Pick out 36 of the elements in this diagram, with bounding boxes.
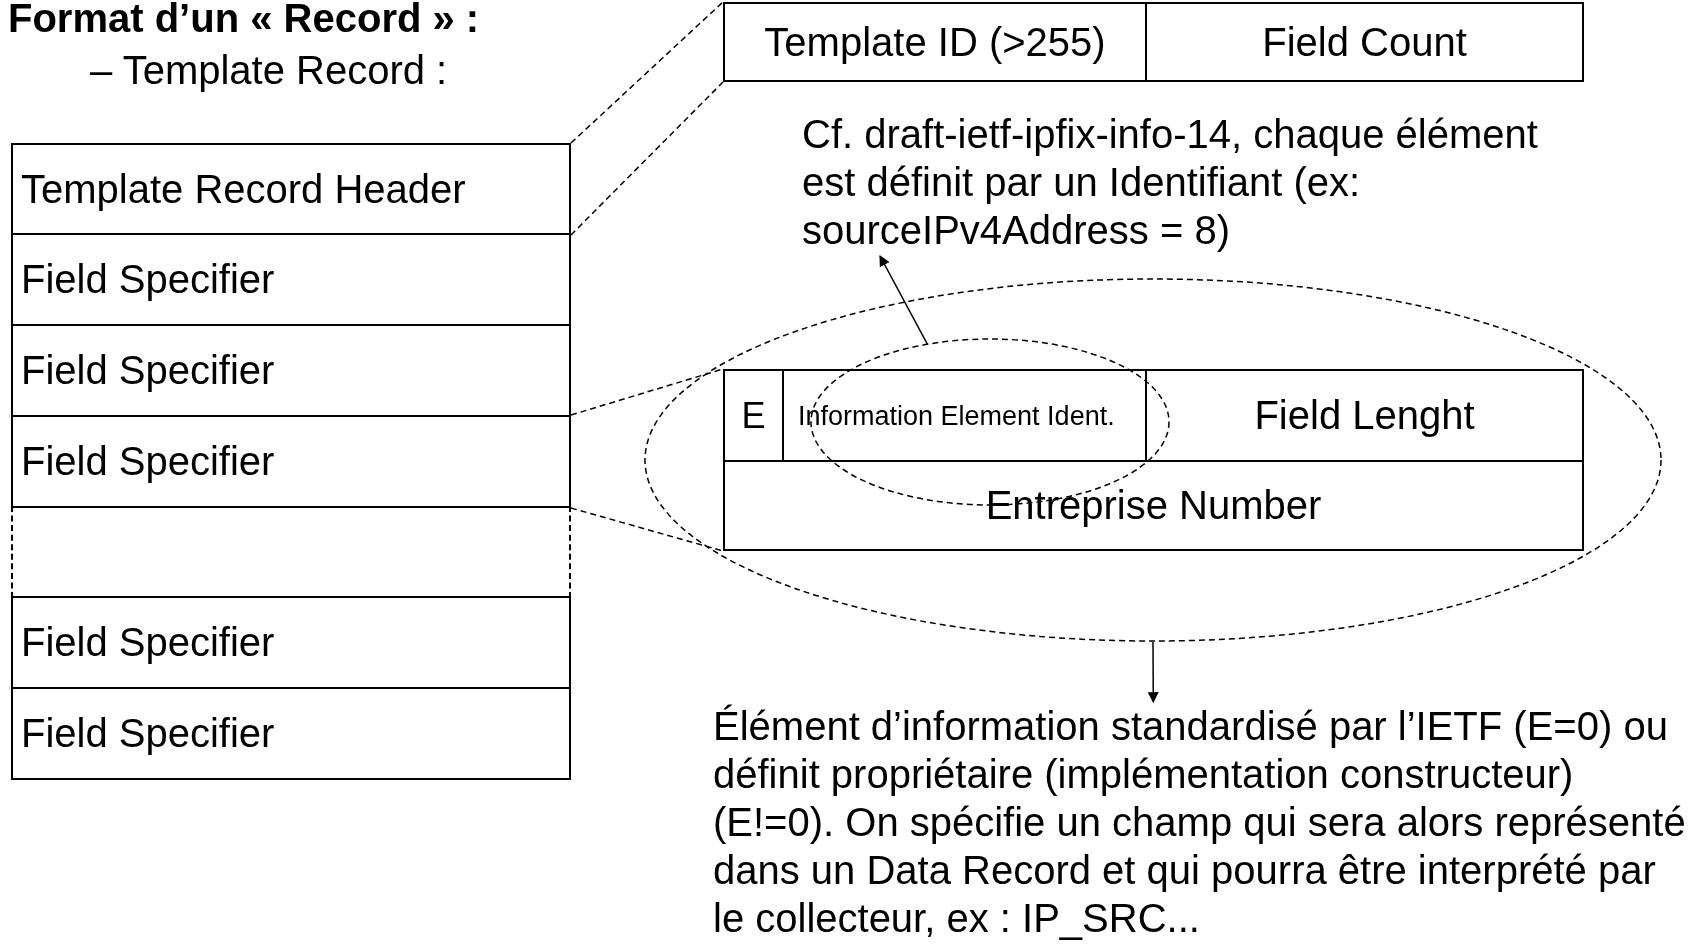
field-cell <box>723 369 784 462</box>
field-label: Field Specifier <box>21 257 275 302</box>
field-cell <box>723 460 1584 551</box>
field-label: Entreprise Number <box>985 483 1322 528</box>
record-box <box>723 2 1584 82</box>
annotation-text: Élément d’information standardisé par l’IETF (E=0) ou définit propriétaire (implémentation constructeur) (E!=0). On spécifie un champ qui sera alors représenté dans un Data Record et qui pourra être interprété par le collecteur, ex : IP_SRC... <box>713 704 1686 940</box>
record-box <box>723 369 1584 551</box>
zoom-line <box>570 1 724 144</box>
record-row <box>11 596 571 689</box>
record-row <box>11 233 571 326</box>
record-row <box>11 143 571 235</box>
title: Format d’un « Record » : <box>8 0 480 41</box>
field-label: Template ID (>255) <box>764 19 1106 65</box>
field-label: Field Specifier <box>21 620 275 665</box>
record-row <box>11 415 571 508</box>
field-cell <box>1145 369 1584 462</box>
arrow <box>1147 641 1159 704</box>
record-row <box>11 324 571 417</box>
field-label: Field Lenght <box>1254 393 1475 438</box>
zoom-line <box>570 81 724 236</box>
record-row <box>11 687 571 780</box>
annotation-text: Cf. draft-ietf-ipfix-info-14, chaque élément est définit par un Identifiant (ex: sourceIPv4Address = 8) <box>802 112 1538 252</box>
zoom-line <box>570 507 724 552</box>
arrow <box>879 255 929 345</box>
record-row <box>11 506 571 598</box>
field-label: Field Specifier <box>21 439 275 484</box>
field-label: Template Record Header <box>21 166 466 212</box>
subtitle: – Template Record : <box>90 48 448 93</box>
field-label: E <box>741 394 766 437</box>
field-label: Field Count <box>1262 19 1467 65</box>
field-label: Field Specifier <box>21 711 275 756</box>
field-label: Field Specifier <box>21 348 275 393</box>
dashed-ellipse <box>644 278 1662 642</box>
field-label: Information Element Ident. <box>798 399 1115 432</box>
field-cell <box>1145 2 1584 82</box>
field-cell <box>723 2 1147 82</box>
